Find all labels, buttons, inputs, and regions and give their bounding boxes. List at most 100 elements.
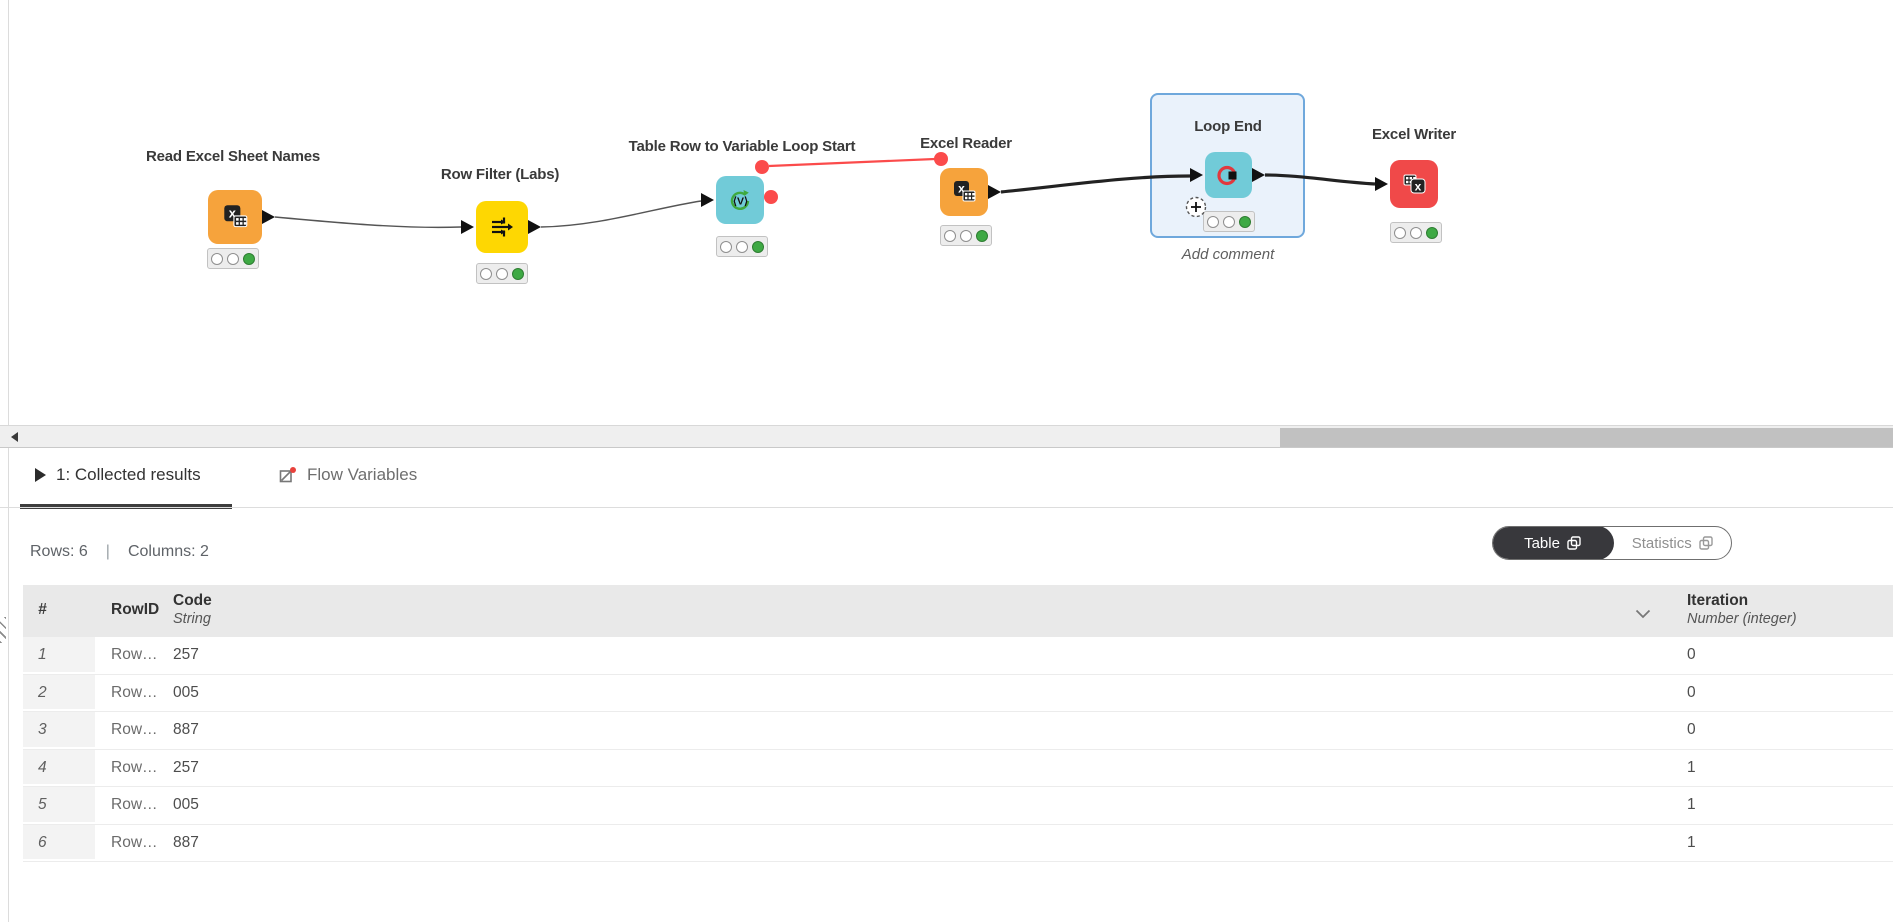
status-configured-dot: [736, 240, 748, 253]
cell-iteration: 0: [1687, 721, 1696, 738]
table-row[interactable]: 3 Row… 887 0: [23, 712, 1893, 750]
column-menu-chevron-down-icon[interactable]: [1635, 606, 1651, 624]
canvas-horizontal-scrollbar[interactable]: [0, 425, 1893, 448]
add-port-plus-icon[interactable]: [1185, 196, 1207, 218]
status-configured-dot: [1410, 226, 1422, 239]
loop-end-icon[interactable]: [1205, 152, 1252, 198]
table-row[interactable]: 2 Row… 005 0: [23, 674, 1893, 712]
view-toggle: Table Statistics: [1492, 526, 1732, 560]
column-header-rowid: RowID: [111, 601, 160, 618]
row-index-band: [23, 637, 95, 672]
table-view-button[interactable]: Table: [1493, 527, 1614, 559]
cell-rowid: Row…: [111, 758, 158, 776]
scroll-left-arrow-icon[interactable]: [11, 432, 18, 442]
table-view-label: Table: [1524, 534, 1560, 552]
rows-count: Rows: 6: [30, 543, 88, 560]
table-row[interactable]: 1 Row… 257 0: [23, 637, 1893, 675]
status-idle-dot: [211, 252, 223, 265]
table-row[interactable]: 4 Row… 257 1: [23, 749, 1893, 787]
connection-wire[interactable]: [1000, 174, 1191, 194]
output-port-icon[interactable]: [528, 220, 541, 234]
flow-variable-port-icon[interactable]: [764, 190, 778, 204]
flow-variable-port-icon[interactable]: [755, 160, 769, 174]
statistics-view-label: Statistics: [1631, 534, 1692, 552]
scrollbar-thumb[interactable]: [1280, 428, 1893, 447]
node-label: Read Excel Sheet Names: [145, 148, 321, 165]
column-type: String: [173, 611, 211, 627]
node-status-traffic-light: [716, 236, 768, 257]
node-label: Table Row to Variable Loop Start: [628, 138, 856, 155]
node-label: Excel Reader: [920, 135, 1012, 152]
cell-rowid: Row…: [111, 721, 158, 738]
panel-resize-grip[interactable]: [0, 617, 6, 643]
svg-text:x: x: [229, 206, 237, 221]
cell-code: 887: [173, 721, 199, 738]
status-configured-dot: [227, 252, 239, 265]
status-executed-dot: [752, 240, 764, 253]
excel-table-icon[interactable]: x: [208, 190, 262, 244]
excel-table-icon[interactable]: x: [940, 168, 988, 216]
status-executed-dot: [243, 252, 255, 265]
cell-iteration: 0: [1687, 646, 1696, 663]
cell-rowid: Row…: [111, 833, 158, 851]
excel-writer-icon[interactable]: x: [1390, 160, 1438, 208]
svg-text:x: x: [1415, 180, 1422, 194]
input-port-icon[interactable]: [1375, 177, 1388, 191]
row-index-band: [23, 824, 95, 859]
input-port-icon[interactable]: [701, 193, 714, 207]
column-header-iteration[interactable]: Iteration Number (integer): [1687, 592, 1797, 627]
node-status-traffic-light: [940, 225, 992, 246]
row-index: 4: [38, 758, 47, 776]
table-row[interactable]: 6 Row… 887 1: [23, 824, 1893, 862]
output-port-icon[interactable]: [262, 210, 275, 224]
table-summary: Rows: 6 | Columns: 2: [30, 543, 209, 561]
add-comment-hint[interactable]: Add comment: [1181, 246, 1275, 263]
connection-wire[interactable]: [1264, 173, 1376, 186]
row-index-band: [23, 712, 95, 747]
workflow-canvas[interactable]: Read Excel Sheet Names x: [0, 0, 1893, 425]
canvas-left-border: [8, 0, 9, 425]
row-index-band: [23, 787, 95, 822]
connection-wire[interactable]: [274, 216, 462, 229]
node-status-traffic-light: [1203, 211, 1255, 232]
column-header-code[interactable]: Code String: [173, 592, 212, 627]
connection-wire[interactable]: [540, 200, 702, 228]
summary-divider: |: [105, 543, 110, 560]
row-index: 6: [38, 833, 47, 851]
row-index: 3: [38, 721, 47, 738]
row-filter-icon[interactable]: [476, 201, 528, 253]
column-name: Code: [173, 592, 212, 609]
status-idle-dot: [944, 229, 956, 242]
svg-text:x: x: [958, 182, 965, 196]
variable-loop-start-icon[interactable]: ⟨V⟩: [716, 176, 764, 224]
output-port-icon[interactable]: [1252, 168, 1265, 182]
tab-flow-variables[interactable]: Flow Variables: [278, 465, 417, 485]
table-header: # RowID Code String Iteration Number (in…: [23, 585, 1893, 637]
table-row[interactable]: 5 Row… 005 1: [23, 787, 1893, 825]
open-in-new-icon: [1567, 536, 1581, 550]
cell-rowid: Row…: [111, 683, 158, 701]
row-index-band: [23, 674, 95, 709]
status-executed-dot: [1239, 215, 1251, 228]
node-status-traffic-light: [1390, 222, 1442, 243]
cell-iteration: 1: [1687, 796, 1696, 813]
cell-iteration: 0: [1687, 683, 1696, 701]
flow-variable-wire[interactable]: [768, 157, 936, 168]
connection-layer: [262, 152, 1388, 234]
cell-rowid: Row…: [111, 646, 158, 663]
node-label: Loop End: [1194, 118, 1262, 135]
tab-label: 1: Collected results: [56, 465, 201, 484]
cell-rowid: Row…: [111, 796, 158, 813]
columns-count: Columns: 2: [127, 543, 209, 560]
panel-left-border: [8, 448, 9, 922]
input-port-icon[interactable]: [461, 220, 474, 234]
input-port-icon[interactable]: [1190, 168, 1203, 182]
output-port-icon[interactable]: [988, 185, 1001, 199]
status-configured-dot: [1223, 215, 1235, 228]
status-executed-dot: [512, 267, 524, 280]
cell-code: 887: [173, 833, 199, 851]
tab-collected-results[interactable]: 1: Collected results: [35, 465, 201, 485]
statistics-view-button[interactable]: Statistics: [1614, 527, 1732, 559]
flow-variable-port-icon[interactable]: [934, 152, 948, 166]
